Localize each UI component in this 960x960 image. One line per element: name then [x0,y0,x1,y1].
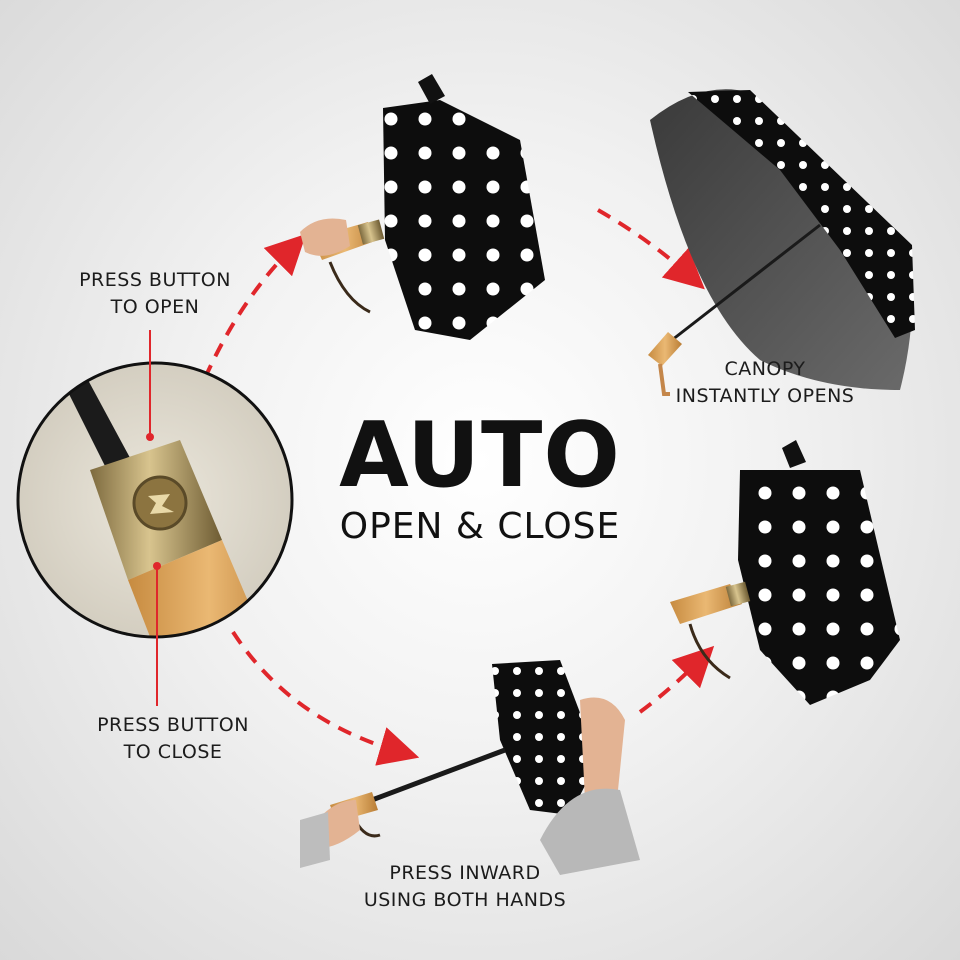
arrow-to-top-umbrella [203,233,307,379]
leader-line-open [146,330,154,441]
caption-press-close-line-2: TO CLOSE [123,741,223,763]
arrow-to-open-umbrella [597,208,705,290]
caption-canopy-line-2: INSTANTLY OPENS [675,385,855,407]
open-umbrella [648,89,915,396]
caption-press-open-line-1: PRESS BUTTON [79,269,231,291]
folded-umbrella-right [670,440,900,705]
folded-umbrella-bottom [300,660,640,875]
leader-line-close [153,562,161,706]
caption-press-button-open: PRESS BUTTON TO OPEN [40,267,270,321]
headline-subtitle: OPEN & CLOSE [339,506,621,547]
arrow-to-closed-umbrella [638,645,715,714]
caption-press-close-line-1: PRESS BUTTON [97,714,249,736]
caption-inward-line-2: USING BOTH HANDS [363,889,567,911]
caption-canopy-line-1: CANOPY [724,358,806,380]
headline: AUTO OPEN & CLOSE [330,408,630,548]
caption-press-inward: PRESS INWARD USING BOTH HANDS [335,860,595,914]
caption-press-button-close: PRESS BUTTON TO CLOSE [58,712,288,766]
folded-umbrella-top [300,74,545,340]
caption-press-open-line-2: TO OPEN [110,296,200,318]
arrow-to-bottom-umbrella [231,630,420,766]
caption-inward-line-1: PRESS INWARD [389,862,541,884]
headline-title: AUTO [339,403,621,508]
caption-canopy-opens: CANOPY INSTANTLY OPENS [655,356,875,410]
handle-zoom-closeup [16,361,294,639]
